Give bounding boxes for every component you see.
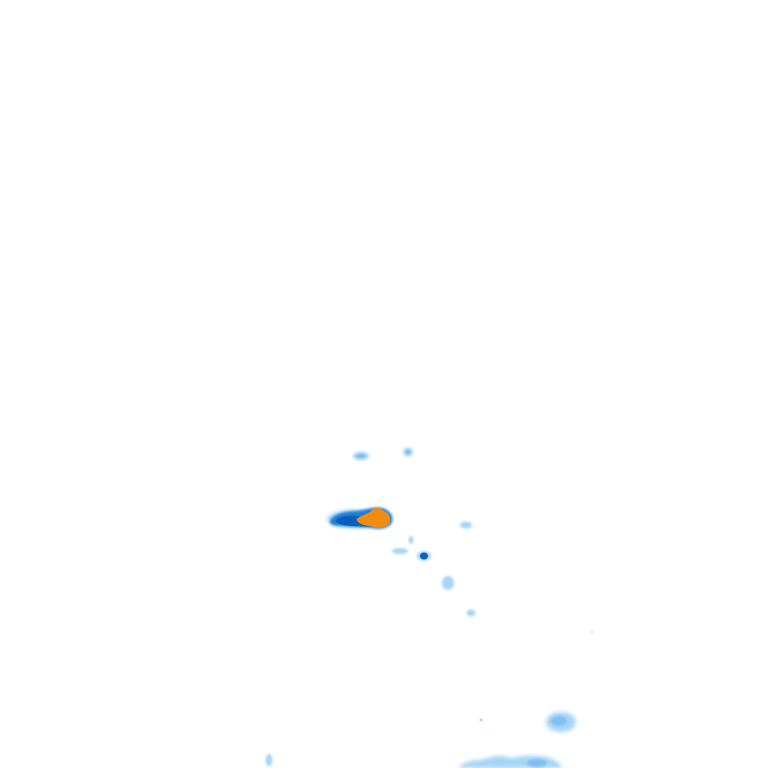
echo-cell — [591, 631, 593, 633]
echo-core — [356, 507, 391, 528]
echo-cell — [466, 609, 476, 617]
echo-cell — [420, 552, 428, 560]
echo-cell — [479, 718, 483, 722]
echo-cell — [527, 759, 547, 767]
echo-cell — [442, 576, 454, 590]
echo-cell — [405, 450, 411, 454]
echo-cell — [357, 454, 365, 458]
echo-cluster-south — [265, 631, 593, 768]
echo-cluster-north — [353, 447, 413, 461]
echo-cell — [392, 548, 408, 554]
storm-cell-main — [327, 507, 393, 529]
echo-cell — [408, 536, 414, 544]
echo-cell — [460, 521, 472, 529]
echo-cell — [551, 716, 567, 726]
echo-cell — [265, 754, 273, 766]
echo-cluster-center — [392, 521, 476, 617]
